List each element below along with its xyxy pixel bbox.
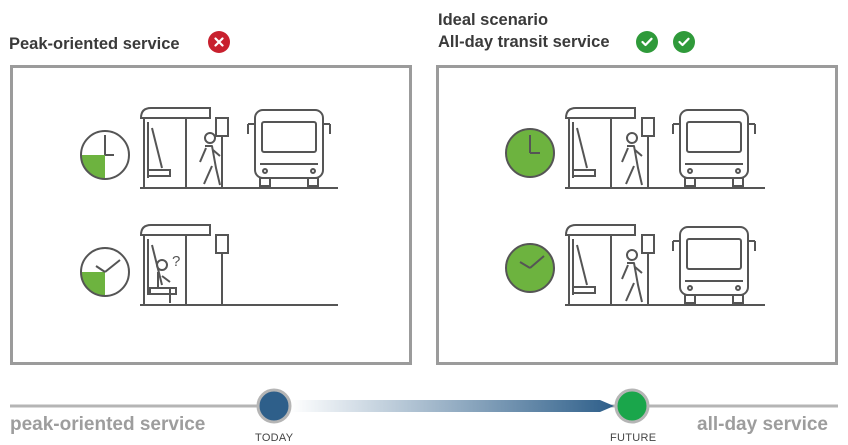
timeline-right-label: all-day service: [697, 414, 828, 435]
bus-stop-sign-icon: [215, 117, 229, 188]
right-panel-subtitle: Ideal scenario: [438, 11, 549, 29]
today-marker: [256, 388, 292, 424]
waiting-person-icon: [156, 259, 171, 303]
bus-stop-sign-icon-3: [641, 117, 655, 188]
clock-icon-allday-2: [505, 243, 555, 293]
bus-shelter-icon: [139, 107, 211, 188]
clock-icon: [80, 130, 130, 180]
walking-person-icon-3: [621, 249, 643, 303]
bus-stop-sign-icon-2: [215, 234, 229, 305]
bus-stop-sign-icon-4: [641, 234, 655, 305]
future-marker: [614, 388, 650, 424]
walking-person-icon-2: [621, 132, 643, 186]
bus-shelter-icon-3: [564, 107, 636, 188]
progress-arrow: [290, 400, 614, 412]
clock-icon-offpeak: [80, 247, 130, 297]
question-mark-icon: ?: [172, 253, 180, 270]
bus-icon-3: [672, 226, 756, 304]
right-panel-title: All-day transit service: [438, 33, 610, 51]
bus-icon: [247, 109, 331, 187]
timeline-left-label: peak-oriented service: [10, 414, 206, 435]
future-label: FUTURE: [610, 432, 657, 444]
bus-shelter-icon-4: [564, 224, 636, 305]
today-label: TODAY: [255, 432, 294, 444]
left-panel-title: Peak-oriented service: [9, 35, 180, 53]
walking-person-icon: [199, 132, 221, 186]
bus-shelter-icon-2: [139, 224, 211, 305]
check-icon-2: [673, 31, 695, 53]
right-panel: [436, 65, 838, 365]
clock-icon-allday: [505, 128, 555, 178]
check-icon: [636, 31, 658, 53]
bus-icon-2: [672, 109, 756, 187]
x-icon: [208, 31, 230, 53]
